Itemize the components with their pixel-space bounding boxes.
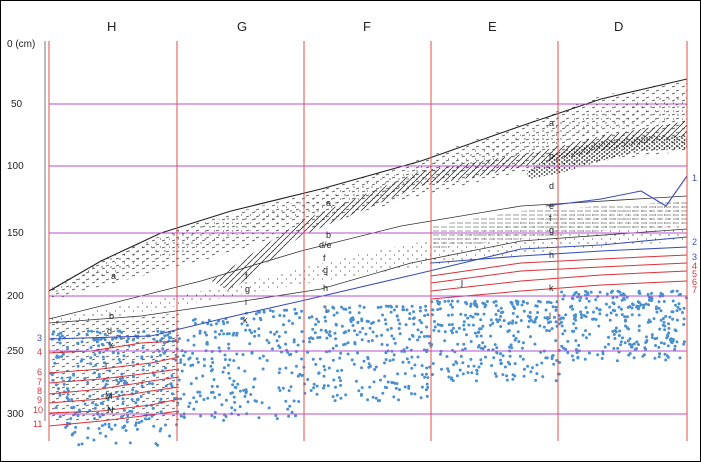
red-contour-lines xyxy=(48,254,688,427)
svg-text:g: g xyxy=(323,265,328,275)
svg-text:i: i xyxy=(325,305,327,315)
svg-text:d/e: d/e xyxy=(319,240,332,250)
depth-unit-label: 0 (cm) xyxy=(7,39,35,50)
svg-text:j: j xyxy=(460,277,463,287)
depth-tick-300: 300 xyxy=(7,409,24,420)
layer-boundary-2 xyxy=(48,228,688,324)
svg-text:d: d xyxy=(549,181,554,191)
layer-boundary-1 xyxy=(48,195,688,320)
svg-text:a: a xyxy=(111,271,116,281)
svg-text:g: g xyxy=(245,284,250,294)
svg-text:11: 11 xyxy=(33,419,42,429)
svg-text:h: h xyxy=(549,250,554,260)
svg-text:g: g xyxy=(549,225,554,235)
svg-text:6: 6 xyxy=(37,367,42,377)
svg-text:1: 1 xyxy=(692,173,697,183)
column-lines xyxy=(48,41,688,441)
layer-labels-f: a b d/e f g h i xyxy=(319,198,332,315)
depth-tick-50: 50 xyxy=(11,99,23,110)
column-header-e: E xyxy=(488,19,497,34)
svg-text:h: h xyxy=(323,283,328,293)
svg-text:7: 7 xyxy=(37,377,42,387)
layer-banded xyxy=(431,201,687,249)
svg-text:k: k xyxy=(109,340,114,350)
svg-text:a: a xyxy=(549,118,554,128)
column-header-h: H xyxy=(107,19,116,34)
svg-text:f: f xyxy=(323,253,326,263)
depth-tick-150: 150 xyxy=(7,228,24,239)
svg-text:3: 3 xyxy=(692,252,697,262)
depth-tick-250: 250 xyxy=(7,346,24,357)
red-markers-right: 4 5 6 7 xyxy=(692,261,697,295)
svg-text:4: 4 xyxy=(692,261,697,271)
svg-text:8: 8 xyxy=(37,386,42,396)
svg-text:6: 6 xyxy=(692,277,697,287)
svg-text:7: 7 xyxy=(692,285,697,295)
svg-text:l: l xyxy=(105,361,107,371)
svg-text:f: f xyxy=(549,213,552,223)
depth-tick-200: 200 xyxy=(7,291,24,302)
svg-text:4: 4 xyxy=(37,347,42,357)
svg-text:5: 5 xyxy=(692,269,697,279)
column-header-d: D xyxy=(614,19,623,34)
layer-labels-h: a b d k l M N xyxy=(105,271,116,415)
svg-text:2: 2 xyxy=(692,237,697,247)
svg-text:e: e xyxy=(549,201,554,211)
blue-marker-left-3: 3 xyxy=(37,333,42,343)
svg-text:i: i xyxy=(245,297,247,307)
svg-text:9: 9 xyxy=(37,395,42,405)
column-header-f: F xyxy=(363,19,371,34)
svg-text:b: b xyxy=(326,230,331,240)
svg-text:k: k xyxy=(243,315,248,325)
svg-text:M: M xyxy=(105,391,113,401)
svg-text:N: N xyxy=(107,405,114,415)
svg-text:f: f xyxy=(245,271,248,281)
depth-level-lines xyxy=(49,103,687,415)
svg-text:l: l xyxy=(549,311,551,321)
blue-markers-right: 1 2 3 xyxy=(692,173,697,262)
red-markers-left: 4 6 7 8 9 10 11 xyxy=(33,347,43,429)
ground-surface-line xyxy=(48,78,688,292)
svg-text:b: b xyxy=(109,311,114,321)
svg-text:b: b xyxy=(549,151,554,161)
depth-tick-100: 100 xyxy=(7,161,24,172)
layer-labels-d: a b d e f g h xyxy=(549,118,554,260)
svg-text:10: 10 xyxy=(33,405,43,415)
svg-text:d: d xyxy=(107,326,112,336)
blue-dot-scatter xyxy=(49,289,688,447)
blue-contour-lines xyxy=(48,175,688,340)
layer-labels-e: j k l xyxy=(460,277,554,321)
svg-text:a: a xyxy=(326,198,331,208)
layer-dark-gravel xyxy=(526,136,687,179)
svg-text:k: k xyxy=(549,283,554,293)
column-header-g: G xyxy=(237,19,247,34)
layer-labels-g: f g i k xyxy=(243,271,250,325)
